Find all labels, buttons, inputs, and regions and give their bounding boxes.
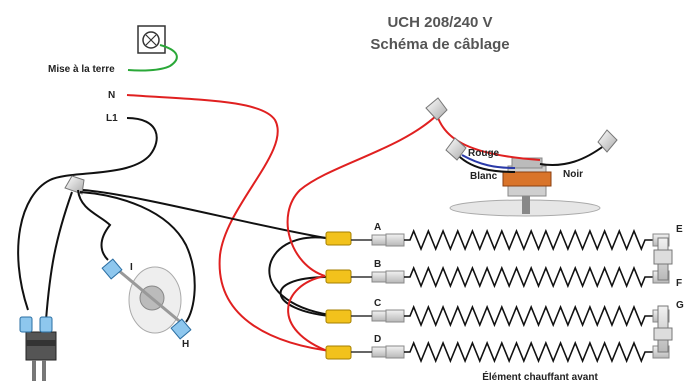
red-b-d [287, 275, 331, 353]
motor-red-wire [286, 114, 438, 277]
element-label-left: D [374, 334, 381, 345]
thermostat-terminal-h: H [182, 339, 189, 350]
element-terminal-body [385, 309, 405, 323]
element-label-left: B [374, 259, 381, 270]
motor-lead-red [436, 114, 541, 161]
yellow-connectors [325, 231, 352, 360]
neutral-wire-to-d [126, 94, 339, 353]
heating-element-row: D [351, 334, 670, 364]
element-coil [404, 340, 653, 364]
element-coil [404, 265, 653, 289]
motor-label-red: Rouge [468, 148, 500, 159]
heating-element-row: BF [351, 259, 682, 289]
motor-lead-white [461, 154, 516, 169]
ground-icon [137, 25, 166, 54]
element-terminal-body [385, 233, 405, 247]
motor-label-black: Noir [563, 169, 583, 180]
jumper-b-c [279, 276, 331, 317]
ground-label: Mise à la terre [48, 64, 115, 75]
wire-nut-white [445, 137, 467, 161]
nut-to-thermostat-h [79, 191, 196, 323]
element-label-left: A [374, 222, 381, 233]
element-terminal-left [371, 234, 387, 246]
jumper-g [653, 305, 673, 353]
element-terminal-left [371, 271, 387, 283]
element-label-right: F [676, 278, 682, 289]
wire-nut-red [425, 97, 448, 121]
thermostat-terminal-i: I [130, 262, 133, 273]
power-plug [19, 191, 73, 381]
line1-wire-to-plug [17, 117, 158, 311]
title-line2: Schéma de câblage [370, 36, 509, 53]
ground-wire [127, 44, 178, 72]
line1-label: L1 [106, 113, 118, 124]
thermostat [101, 258, 192, 340]
neutral-label: N [108, 90, 115, 101]
element-coil [404, 304, 653, 328]
jumper-a-c [268, 236, 331, 316]
fan-motor [449, 157, 601, 217]
element-label-right: E [676, 224, 683, 235]
element-label-left: C [374, 298, 381, 309]
footer-label: Élément chauffant avant [482, 370, 598, 381]
motor-label-white: Blanc [470, 171, 498, 182]
element-terminal-left [371, 310, 387, 322]
jumper-e-f [653, 237, 673, 281]
nut-to-thermostat-i [77, 189, 112, 261]
element-label-right: G [676, 300, 684, 311]
title-line1: UCH 208/240 V [387, 14, 492, 31]
element-terminal-body [385, 345, 405, 359]
element-terminal-left [371, 346, 387, 358]
element-terminal-body [385, 270, 405, 284]
wire-to-a [82, 189, 327, 239]
motor-lead-black [539, 144, 606, 166]
element-coil [404, 228, 653, 252]
wire-nut-black [597, 129, 618, 153]
wire-nut-left [64, 175, 85, 195]
